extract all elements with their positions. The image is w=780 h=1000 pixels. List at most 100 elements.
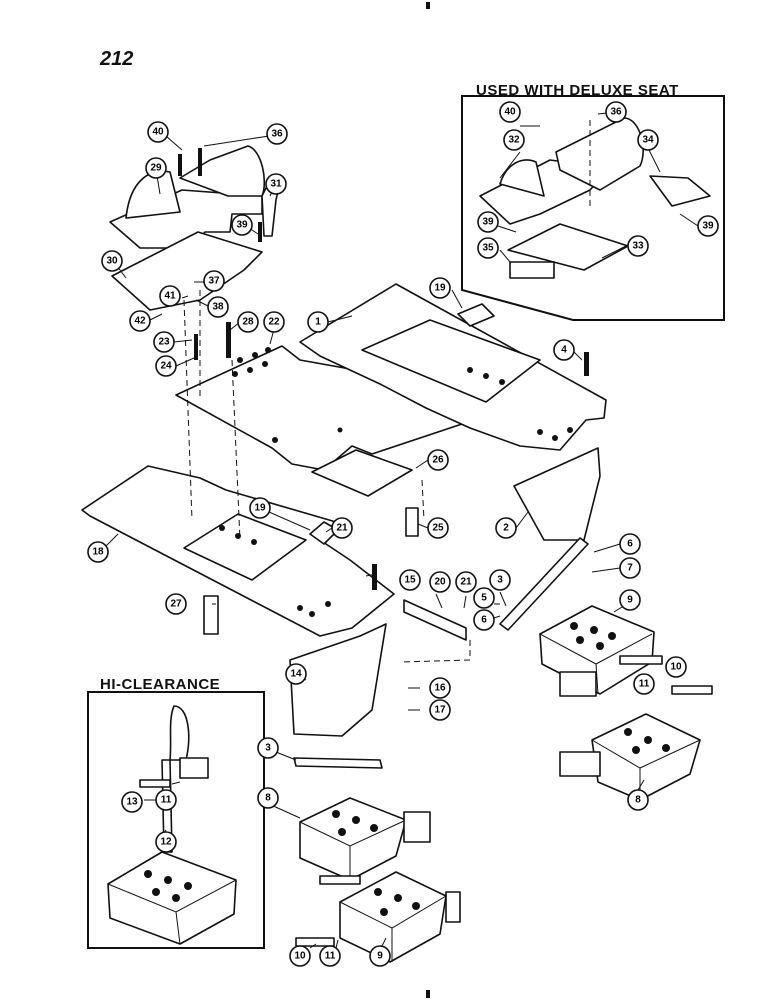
callout-24: 24: [155, 355, 177, 377]
svg-text:39: 39: [482, 217, 494, 228]
callout-25: 25: [427, 517, 449, 539]
svg-text:26: 26: [432, 455, 444, 466]
hi-clearance-box-title: HI-CLEARANCE: [100, 676, 221, 693]
callout-8-right: 8: [627, 789, 649, 811]
svg-text:38: 38: [212, 302, 224, 313]
svg-text:41: 41: [164, 291, 176, 302]
deluxe-seat-box-title: USED WITH DELUXE SEAT: [476, 82, 679, 99]
callout-35: 35: [477, 237, 499, 259]
svg-text:17: 17: [434, 705, 446, 716]
bracket-14-shape: [289, 623, 387, 737]
svg-text:21: 21: [336, 523, 348, 534]
svg-text:12: 12: [160, 837, 172, 848]
svg-text:11: 11: [161, 795, 172, 806]
svg-text:14: 14: [290, 669, 302, 680]
svg-text:19: 19: [254, 503, 266, 514]
svg-text:40: 40: [152, 127, 164, 138]
plate-30-shape: [111, 231, 263, 311]
callout-31: 31: [265, 173, 287, 195]
callout-17: 17: [429, 699, 451, 721]
svg-text:11: 11: [639, 679, 650, 690]
svg-text:3: 3: [265, 743, 271, 754]
hi-clearance-frame: [87, 691, 265, 949]
callout-18: 18: [87, 541, 109, 563]
callout-40: 40: [147, 121, 169, 143]
callout-10-right: 10: [665, 656, 687, 678]
rod-3-lower: [293, 757, 383, 769]
callout-11-lower: 11: [319, 945, 341, 967]
callout-11-hi: 11: [155, 789, 177, 811]
svg-text:10: 10: [294, 951, 306, 962]
callout-2: 2: [495, 517, 517, 539]
svg-text:40: 40: [504, 107, 516, 118]
svg-text:8: 8: [635, 795, 641, 806]
svg-text:6: 6: [481, 615, 487, 626]
callout-6-lower: 6: [473, 609, 495, 631]
callout-19-mid: 19: [249, 497, 271, 519]
callout-14: 14: [285, 663, 307, 685]
callout-20: 20: [429, 571, 451, 593]
callout-1: 1: [307, 311, 329, 333]
callout-23: 23: [153, 331, 175, 353]
callout-3-upper: 3: [489, 569, 511, 591]
svg-text:35: 35: [482, 243, 494, 254]
svg-text:21: 21: [460, 577, 472, 588]
svg-text:18: 18: [92, 547, 104, 558]
svg-text:6: 6: [627, 539, 633, 550]
callout-39: 39: [231, 214, 253, 236]
svg-text:19: 19: [434, 283, 446, 294]
page-number: 212: [100, 48, 134, 70]
svg-text:23: 23: [158, 337, 170, 348]
callout-5: 5: [473, 587, 495, 609]
callout-22: 22: [263, 311, 285, 333]
svg-text:9: 9: [627, 595, 633, 606]
svg-text:3: 3: [497, 575, 503, 586]
callout-6-upper: 6: [619, 533, 641, 555]
svg-text:1: 1: [315, 317, 321, 328]
callout-21-mid: 21: [331, 517, 353, 539]
callout-3-lower: 3: [257, 737, 279, 759]
callout-10-lower: 10: [289, 945, 311, 967]
step-block-8-lower: [299, 797, 407, 881]
svg-text:28: 28: [242, 317, 254, 328]
callout-16: 16: [429, 677, 451, 699]
callout-39-deluxe-right: 39: [697, 215, 719, 237]
callout-8-lower: 8: [257, 787, 279, 809]
svg-text:39: 39: [702, 221, 714, 232]
callout-37: 37: [203, 270, 225, 292]
callout-34: 34: [637, 129, 659, 151]
svg-text:33: 33: [632, 241, 644, 252]
spacer-27-shape: [203, 595, 219, 635]
callout-33: 33: [627, 235, 649, 257]
callout-26: 26: [427, 449, 449, 471]
svg-text:5: 5: [481, 593, 487, 604]
seat-pan-29-shape: [109, 145, 266, 249]
svg-text:34: 34: [642, 135, 654, 146]
svg-text:39: 39: [236, 220, 248, 231]
callout-42: 42: [129, 310, 151, 332]
callout-36-deluxe: 36: [605, 101, 627, 123]
svg-text:10: 10: [670, 662, 682, 673]
svg-text:37: 37: [208, 276, 220, 287]
svg-text:24: 24: [160, 361, 172, 372]
callout-28: 28: [237, 311, 259, 333]
bracket-2-shape: [513, 447, 601, 541]
svg-text:42: 42: [134, 316, 146, 327]
svg-text:27: 27: [170, 599, 182, 610]
callout-27: 27: [165, 593, 187, 615]
svg-text:36: 36: [271, 129, 283, 140]
callout-9-lower: 9: [369, 945, 391, 967]
svg-text:15: 15: [404, 575, 416, 586]
svg-text:4: 4: [561, 345, 567, 356]
svg-text:8: 8: [265, 793, 271, 804]
callout-11-right: 11: [633, 673, 655, 695]
deluxe-seat-frame: [461, 95, 725, 321]
callout-15: 15: [399, 569, 421, 591]
svg-text:30: 30: [106, 256, 118, 267]
svg-text:29: 29: [150, 163, 162, 174]
step-plate-26-shape: [311, 449, 413, 497]
step-block-9-lower: [339, 871, 447, 963]
svg-text:31: 31: [270, 179, 282, 190]
svg-text:2: 2: [503, 523, 509, 534]
